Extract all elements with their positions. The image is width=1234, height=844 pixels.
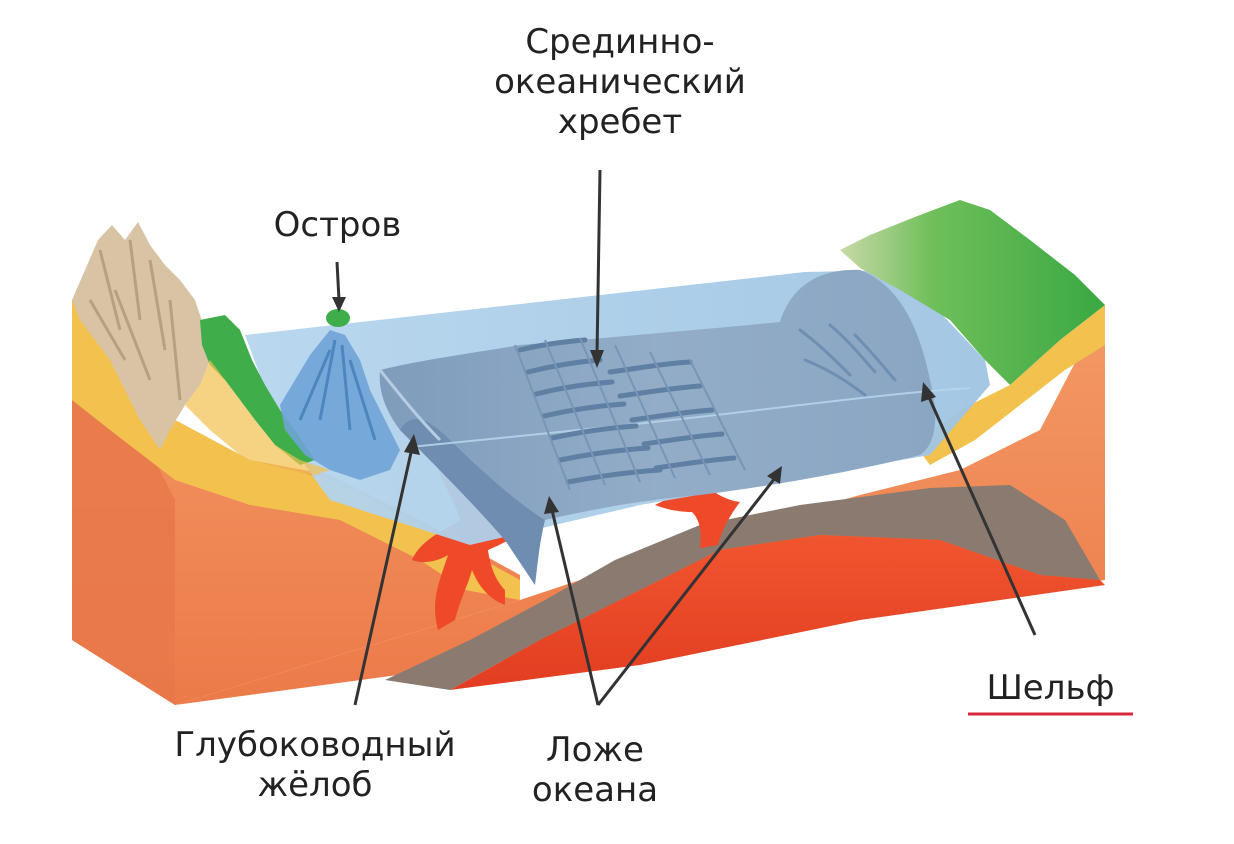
label-island: Остров: [250, 205, 425, 245]
shelf-pointer-line: [926, 394, 1037, 636]
label-floor-line-1: Ложе: [546, 730, 644, 770]
shelf-pointer-head: [921, 382, 936, 402]
right-land-green: [840, 200, 1105, 385]
label-shelf: Шельф: [968, 668, 1133, 708]
label-pointers: [332, 169, 1037, 706]
label-ocean-floor: Ложе океана: [505, 730, 685, 810]
island-cone-texture: [298, 339, 377, 441]
label-deep-sea-trench: Глубоководный жёлоб: [165, 725, 465, 805]
ridge-pointer-line: [595, 169, 602, 356]
label-mid-ocean-ridge: Срединно- океанический хребет: [470, 22, 770, 142]
floor-pointer-line-right: [596, 477, 777, 706]
floor-pointer-line-left: [550, 509, 600, 706]
island-pointer-line: [335, 261, 341, 301]
trench-pointer-head: [404, 434, 420, 455]
label-ridge-line-2: океанический: [494, 62, 746, 102]
coastal-slope: [185, 310, 330, 475]
magma-layer: [450, 535, 1105, 690]
label-trench-line-2: жёлоб: [257, 765, 373, 805]
continental-slope-texture: [798, 323, 897, 397]
water-surface-line: [329, 387, 971, 456]
label-island-text: Остров: [273, 205, 402, 245]
island-top: [326, 309, 350, 327]
ridge-texture: [517, 337, 737, 485]
floor-pointer-head-left: [544, 496, 559, 514]
label-shelf-text: Шельф: [986, 668, 1115, 708]
oceanic-crust: [385, 485, 1100, 690]
island-underwater-cone: [280, 330, 400, 480]
sea-floor-front-edge: [378, 369, 442, 442]
ridge-pointer-head: [590, 350, 604, 368]
island-pointer-head: [332, 297, 346, 312]
mountain-shading: [88, 239, 182, 401]
floor-pointer-head-right: [767, 466, 782, 484]
trench-pointer-line: [353, 447, 414, 706]
ridge-ribs: [514, 337, 746, 491]
trench-shadow: [400, 419, 545, 585]
label-trench-line-1: Глубоководный: [174, 725, 456, 765]
label-ridge-line-3: хребет: [557, 102, 683, 142]
volcanic-island: [280, 309, 400, 480]
label-ridge-line-1: Срединно-: [525, 22, 715, 62]
label-floor-line-2: океана: [531, 770, 659, 810]
right-continent: [840, 200, 1105, 385]
